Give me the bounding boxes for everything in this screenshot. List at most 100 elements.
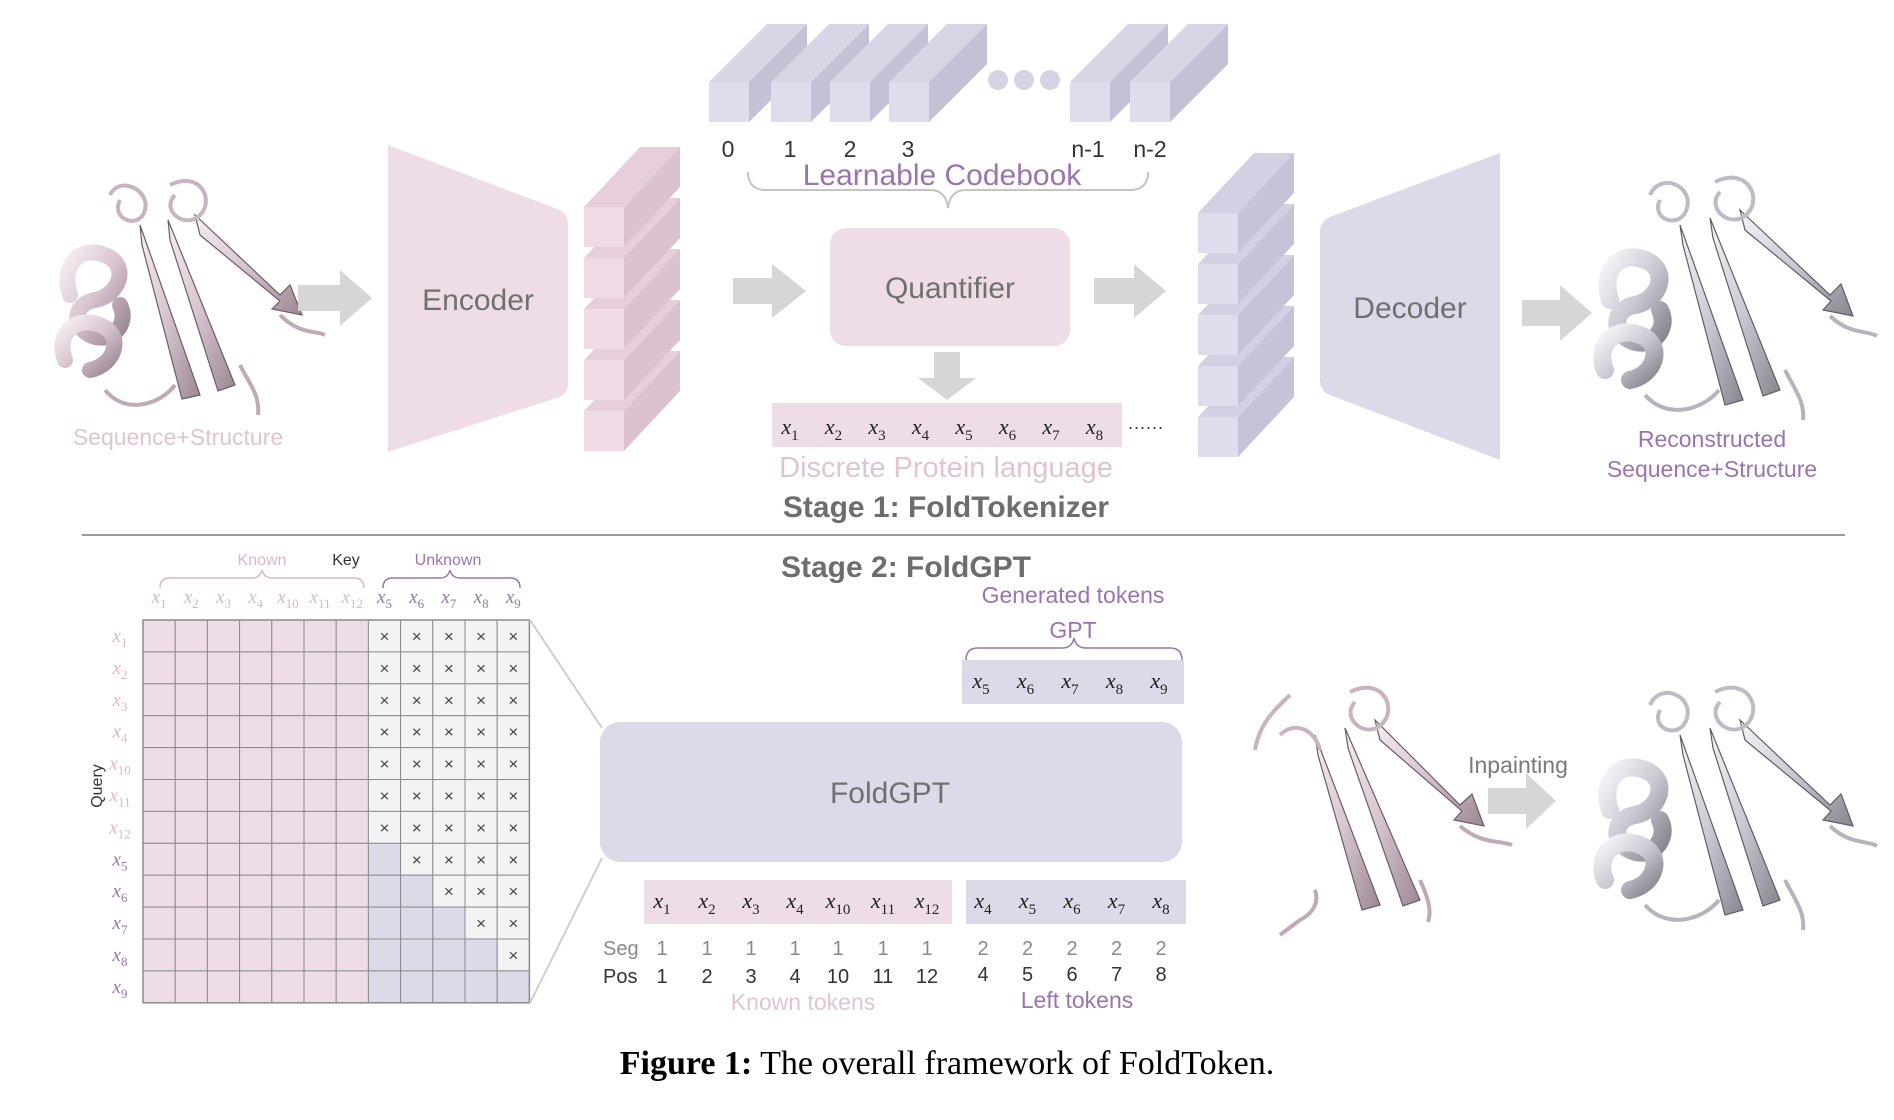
mask-cross-icon: ×: [444, 786, 454, 805]
mask-cell: [271, 810, 305, 844]
left-token: x7: [1107, 888, 1126, 918]
token-x1: x1: [780, 414, 798, 444]
mask-cross-icon: ×: [380, 786, 390, 805]
output-protein-image: [1593, 175, 1879, 421]
left-token-strip: [966, 880, 1186, 924]
mask-cell: [303, 779, 337, 812]
pos-value: 8: [1155, 964, 1166, 986]
mask-cross-icon: ×: [508, 659, 518, 678]
mask-cell: [335, 651, 369, 685]
seg-value: 2: [1155, 938, 1166, 960]
mask-cell: [174, 683, 208, 717]
tokens-ellipsis: ......: [1128, 413, 1164, 433]
key-label: Key: [332, 552, 360, 569]
mask-cell: [239, 683, 273, 717]
query-label: Query: [89, 764, 106, 808]
mask-row-label: x5: [112, 849, 128, 873]
generated-token: x5: [971, 668, 989, 698]
mask-cross-icon: ×: [476, 627, 486, 646]
codebook-index: 1: [784, 136, 797, 162]
mask-cell: [432, 619, 466, 653]
seg-value: 1: [701, 938, 712, 960]
figure-caption-text: The overall framework of FoldToken.: [760, 1045, 1275, 1082]
mask-cell: [271, 747, 305, 780]
zoom-line: [529, 619, 603, 729]
pos-value: 12: [916, 966, 938, 988]
mask-cell: [303, 874, 337, 908]
figure-caption-label: Figure 1:: [619, 1045, 753, 1082]
decoder-block: [1320, 153, 1500, 460]
mask-cell: [496, 842, 530, 876]
pos-value: 5: [1022, 964, 1033, 986]
pos-value: 3: [745, 966, 756, 988]
mask-cross-icon: ×: [380, 818, 390, 837]
known-token: x10: [825, 888, 851, 918]
mask-cell: [432, 715, 466, 749]
known-tokens-caption: Known tokens: [731, 989, 875, 1015]
mask-cell: [335, 874, 369, 908]
pos-value: 6: [1066, 964, 1077, 986]
mask-cell: [400, 970, 434, 1004]
quantifier-label: Quantifier: [885, 272, 1015, 305]
mask-row-label: x12: [108, 817, 130, 841]
mask-cross-icon: ×: [444, 755, 454, 774]
gpt-label: GPT: [1049, 617, 1096, 643]
codebook-index: 0: [722, 136, 735, 162]
mask-cross-icon: ×: [476, 691, 486, 710]
encoder-label: Encoder: [422, 284, 534, 317]
mask-cell: [239, 810, 273, 844]
arrow-icon: [298, 270, 372, 326]
codebook-index: 2: [844, 136, 857, 162]
mask-cross-icon: ×: [508, 691, 518, 710]
mask-cell: [303, 970, 337, 1004]
mask-cell: [142, 842, 176, 876]
mask-cross-icon: ×: [444, 659, 454, 678]
partial-protein-image: [1253, 685, 1513, 937]
codebook-index: n-1: [1071, 136, 1104, 162]
seg-value: 1: [656, 938, 667, 960]
mask-cross-icon: ×: [380, 691, 390, 710]
pos-value: 7: [1111, 964, 1122, 986]
seg-value: 1: [745, 938, 756, 960]
codebook-brace: [747, 171, 1149, 209]
mask-cell: [367, 874, 402, 908]
mask-cell: [496, 970, 530, 1004]
mask-cross-icon: ×: [476, 818, 486, 837]
codebook-ellipsis-icon: [988, 70, 1060, 90]
pos-value: 2: [701, 966, 712, 988]
known-label: Known: [238, 552, 287, 569]
mask-cell: [367, 842, 402, 876]
input-label: Sequence+Structure: [73, 424, 283, 450]
mask-cross-icon: ×: [476, 882, 486, 901]
mask-row-label: x3: [112, 690, 128, 714]
mask-cross-icon: ×: [412, 659, 422, 678]
arrow-icon: [733, 264, 806, 318]
mask-cell: [142, 970, 176, 1004]
foldgpt-label: FoldGPT: [830, 777, 950, 810]
arrow-icon: [1094, 264, 1166, 318]
mask-col-label: x3: [215, 587, 231, 611]
codebook-cube: [709, 24, 807, 122]
foldgpt-block: [600, 722, 1182, 862]
left-token: x4: [973, 888, 992, 918]
mask-cell: [432, 747, 466, 780]
mask-cell: [174, 906, 208, 940]
codebook-index: n-2: [1133, 136, 1166, 162]
codebook-cube: [1130, 24, 1228, 122]
mask-cell: [239, 715, 273, 749]
mask-cell: [174, 842, 208, 876]
mask-cell: [496, 747, 530, 780]
left-token: x5: [1018, 888, 1036, 918]
mask-cell: [464, 779, 498, 812]
mask-cross-icon: ×: [412, 818, 422, 837]
mask-cross-icon: ×: [444, 818, 454, 837]
mask-cell: [206, 747, 241, 780]
mask-cell: [239, 619, 273, 653]
mask-cross-icon: ×: [412, 755, 422, 774]
mask-cross-icon: ×: [508, 882, 518, 901]
known-token: x2: [697, 888, 715, 918]
mask-cell: [400, 906, 434, 940]
mask-cell: [206, 619, 241, 653]
